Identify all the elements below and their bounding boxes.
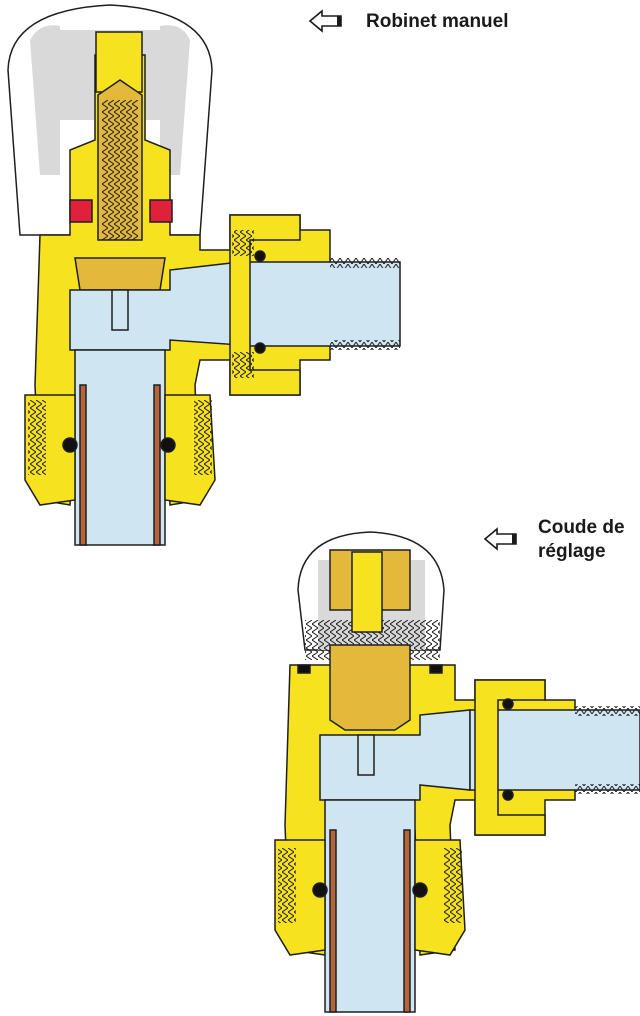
red-seal-right: [149, 199, 173, 223]
valve-plug: [74, 257, 166, 291]
o-ring: [254, 250, 266, 262]
lockshield-elbow: [274, 531, 640, 1013]
copper-pipe-wall-left: [79, 384, 87, 546]
label-lockshield-line2: réglage: [538, 541, 606, 562]
elbow-inlet-pipe: [324, 799, 416, 1013]
red-seal-left: [69, 199, 93, 223]
adjusting-plug: [329, 644, 411, 731]
o-ring: [254, 342, 266, 354]
copper-pipe-wall-right: [153, 384, 161, 546]
o-ring: [62, 437, 78, 453]
left-arrow-icon: [483, 527, 517, 551]
o-ring: [502, 789, 514, 801]
outlet-pipe: [239, 261, 401, 347]
label-lockshield-line1: Coude de: [538, 517, 625, 538]
o-ring: [412, 882, 428, 898]
o-ring: [160, 437, 176, 453]
o-ring: [312, 882, 328, 898]
manual-valve: [7, 4, 401, 546]
left-arrow-icon: [308, 9, 342, 33]
inlet-pipe: [74, 349, 166, 546]
label-manual-valve: Robinet manuel: [366, 11, 509, 32]
o-ring: [502, 698, 514, 710]
